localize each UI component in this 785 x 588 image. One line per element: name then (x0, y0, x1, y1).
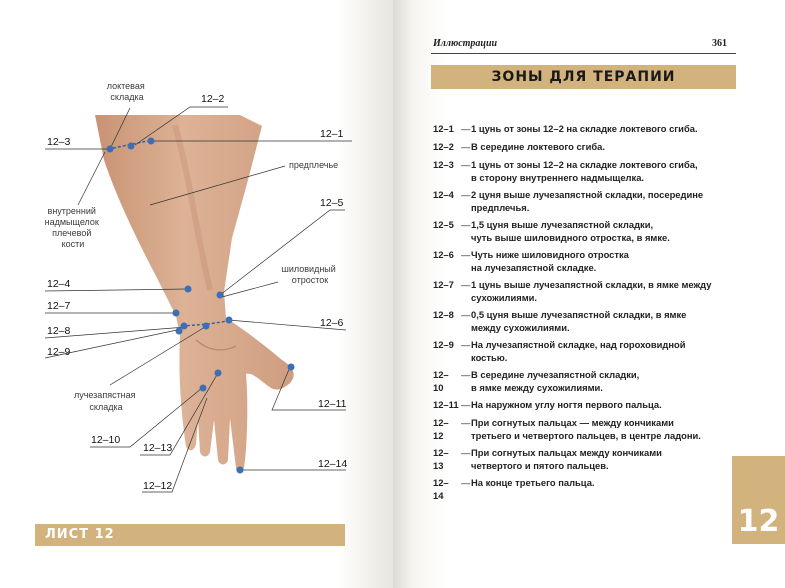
point-label-12-2: 12–2 (201, 93, 225, 105)
zone-code: 12–2 (433, 141, 454, 152)
point-label-12-11: 12–11 (318, 398, 347, 410)
point-12-3 (106, 145, 114, 153)
zone-code: 12–6 (433, 249, 454, 260)
entry-dash: — (461, 309, 471, 320)
entry-dash: — (461, 189, 471, 200)
point-12-2 (127, 142, 135, 150)
point-12-6 (225, 316, 233, 324)
entry-dash: — (461, 279, 471, 290)
point-12-7 (172, 309, 180, 317)
zone-code: 12–10 (433, 369, 449, 393)
zone-description: 0,5 цуня выше лучезапястной складки, в я… (471, 309, 687, 333)
point-label-12-5: 12–5 (320, 197, 344, 209)
point-12-8 (180, 322, 188, 330)
zone-description: Чуть ниже шиловидного отростка на лучеза… (471, 249, 629, 273)
point-label-12-13: 12–13 (143, 442, 172, 454)
entry-dash: — (461, 417, 471, 428)
point-12-14 (236, 466, 244, 474)
section-title-bar: ЗОНЫ ДЛЯ ТЕРАПИИ (431, 65, 736, 89)
entry-dash: — (461, 159, 471, 170)
zone-code: 12–7 (433, 279, 454, 290)
label-elbow-crease: локтевая складка (107, 81, 148, 102)
right-page (393, 0, 785, 588)
point-label-12-10: 12–10 (91, 434, 120, 446)
points-layer (106, 137, 295, 474)
point-12-12 (214, 369, 222, 377)
zone-code: 12–3 (433, 159, 454, 170)
zone-description: 1,5 цуня выше лучезапястной складки, чут… (471, 219, 670, 243)
point-12-11 (287, 363, 295, 371)
zone-description: При согнутых пальцах — между кончиками т… (471, 417, 701, 441)
point-12-10 (202, 322, 210, 330)
point-12-9 (175, 327, 183, 335)
page-number: 361 (712, 38, 727, 49)
zone-code: 12–1 (433, 123, 454, 134)
entry-dash: — (461, 123, 471, 134)
running-header-title: Иллюстрации (433, 38, 498, 49)
zone-code: 12–12 (433, 417, 449, 441)
entry-dash: — (461, 477, 471, 488)
entry-dash: — (461, 399, 471, 410)
zone-description: На наружном углу ногтя первого пальца. (471, 399, 662, 410)
zone-description: При согнутых пальцах между кончиками чет… (471, 447, 662, 471)
sheet-tab-number: 12 (737, 504, 780, 539)
sheet-tab: 12 (732, 456, 785, 544)
zone-description: На конце третьего пальца. (471, 477, 595, 488)
forearm-shading (172, 124, 213, 291)
entry-dash: — (461, 219, 471, 230)
entry-dash: — (461, 339, 471, 350)
entry-dash: — (461, 249, 471, 260)
point-label-12-8: 12–8 (47, 325, 71, 337)
point-label-12-4: 12–4 (47, 278, 71, 290)
forearm-shape (95, 115, 294, 473)
header-rule (431, 53, 736, 54)
point-12-5 (216, 291, 224, 299)
label-wrist-crease: лучезапястная складка (74, 390, 138, 412)
point-label-12-1: 12–1 (320, 128, 344, 140)
point-label-12-14: 12–14 (318, 458, 347, 470)
label-forearm: предплечье (289, 160, 338, 170)
zone-description: 1 цунь выше лучезапястной складки, в ямк… (471, 279, 712, 303)
zone-description: На лучезапястной складке, над гороховидн… (471, 339, 686, 363)
entry-dash: — (461, 141, 471, 152)
point-label-12-7: 12–7 (47, 300, 71, 312)
point-12-4 (184, 285, 192, 293)
zone-description: 1 цунь от зоны 12–2 на складке локтевого… (471, 123, 698, 134)
entry-dash: — (461, 369, 471, 380)
arm-illustration: локтевая складка предплечье внутренний н… (44, 81, 352, 493)
entry-dash: — (461, 447, 471, 458)
zone-description: 1 цунь от зоны 12–2 на складке локтевого… (471, 159, 698, 183)
label-epicondyle: внутренний надмыщелок плечевой кости (45, 206, 102, 249)
zone-code: 12–13 (433, 447, 449, 471)
zone-code: 12–4 (433, 189, 454, 200)
point-12-13 (199, 384, 207, 392)
point-label-12-12: 12–12 (143, 480, 172, 492)
point-label-12-9: 12–9 (47, 346, 71, 358)
palm-crease (195, 339, 237, 351)
zone-description: В середине локтевого сгиба. (471, 141, 605, 152)
sheet-label: ЛИСТ 12 (45, 527, 115, 542)
zone-description: 2 цуня выше лучезапястной складки, посер… (471, 189, 704, 213)
zone-code: 12–9 (433, 339, 454, 350)
label-styloid: шиловидный отросток (282, 264, 339, 285)
left-page: локтевая складка предплечье внутренний н… (0, 0, 393, 588)
point-12-1 (147, 137, 155, 145)
zone-code: 12–14 (433, 477, 449, 501)
section-title: ЗОНЫ ДЛЯ ТЕРАПИИ (491, 69, 676, 85)
zone-code: 12–8 (433, 309, 454, 320)
point-label-12-3: 12–3 (47, 136, 71, 148)
leader-lines (44, 106, 352, 493)
zone-code: 12–11 (433, 399, 459, 410)
sheet-label-bar: ЛИСТ 12 (35, 524, 345, 546)
point-label-12-6: 12–6 (320, 317, 344, 329)
zone-description: В середине лучезапястной складки, в ямке… (471, 369, 640, 393)
zone-code: 12–5 (433, 219, 454, 230)
